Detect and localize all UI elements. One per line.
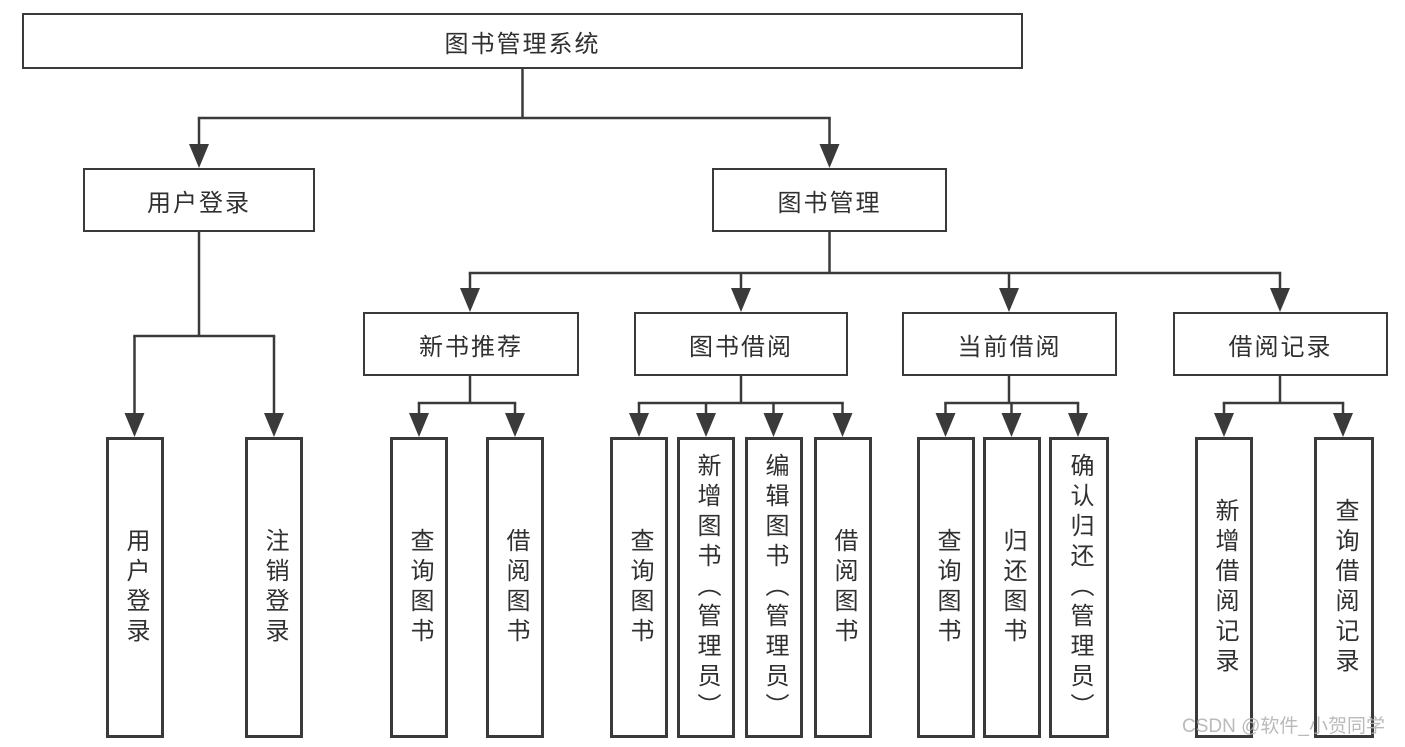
node-label: 新书推荐 bbox=[419, 333, 523, 361]
node-label: 确认归还（管理员） bbox=[1066, 452, 1093, 723]
node-current-borrow: 当前借阅 bbox=[902, 312, 1117, 376]
node-label: 借阅记录 bbox=[1228, 333, 1333, 361]
leaf-add-books-admin: 新增图书（管理员） bbox=[677, 437, 735, 738]
node-label: 注销登录 bbox=[261, 527, 288, 648]
leaf-query-borrow-record: 查询借阅记录 bbox=[1314, 437, 1374, 738]
watermark: CSDN @软件_小贺同学 bbox=[1182, 716, 1385, 737]
node-label: 借阅图书 bbox=[830, 527, 857, 648]
node-label: 查询图书 bbox=[626, 527, 653, 648]
node-label: 借阅图书 bbox=[502, 527, 529, 648]
node-book-management: 图书管理 bbox=[712, 168, 947, 232]
node-root-book-management-system: 图书管理系统 bbox=[22, 13, 1023, 69]
leaf-edit-books-admin: 编辑图书（管理员） bbox=[745, 437, 803, 738]
node-label: 归还图书 bbox=[999, 527, 1026, 648]
node-new-book-recommend: 新书推荐 bbox=[363, 312, 579, 376]
leaf-return-books: 归还图书 bbox=[983, 437, 1041, 738]
node-label: 新增图书（管理员） bbox=[693, 452, 720, 723]
node-label: 图书管理 bbox=[777, 189, 882, 217]
leaf-confirm-return-admin: 确认归还（管理员） bbox=[1049, 437, 1109, 738]
leaf-logout: 注销登录 bbox=[245, 437, 303, 738]
node-label: 用户登录 bbox=[147, 189, 251, 217]
node-label: 用户登录 bbox=[122, 527, 149, 648]
node-label: 新增借阅记录 bbox=[1211, 497, 1238, 678]
node-book-borrow: 图书借阅 bbox=[634, 312, 848, 376]
node-label: 当前借阅 bbox=[957, 333, 1062, 361]
leaf-user-login: 用户登录 bbox=[106, 437, 164, 738]
node-label: 图书管理系统 bbox=[444, 30, 601, 58]
node-label: 查询图书 bbox=[933, 527, 960, 648]
leaf-query-books-borrow: 查询图书 bbox=[610, 437, 668, 738]
leaf-query-books-current: 查询图书 bbox=[917, 437, 975, 738]
node-label: 编辑图书（管理员） bbox=[761, 452, 788, 723]
node-label: 图书借阅 bbox=[689, 333, 793, 361]
node-label: 查询图书 bbox=[406, 527, 433, 648]
leaf-query-books-recommend: 查询图书 bbox=[390, 437, 448, 738]
node-user-login: 用户登录 bbox=[83, 168, 315, 232]
leaf-add-borrow-record: 新增借阅记录 bbox=[1195, 437, 1253, 738]
leaf-borrow-books: 借阅图书 bbox=[814, 437, 872, 738]
node-label: 查询借阅记录 bbox=[1331, 497, 1358, 678]
leaf-borrow-books-recommend: 借阅图书 bbox=[486, 437, 544, 738]
node-borrow-records: 借阅记录 bbox=[1173, 312, 1388, 376]
